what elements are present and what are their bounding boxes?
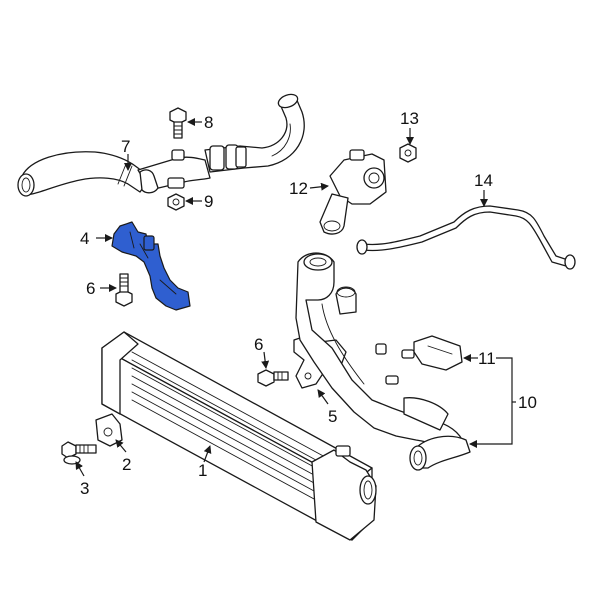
- leader-2: [115, 439, 127, 453]
- callout-5: 5: [328, 407, 337, 426]
- grommet-part-13: [399, 143, 417, 163]
- intake-duct-upper: [204, 93, 305, 173]
- callout-10: 10: [518, 393, 537, 412]
- nut-part-9: [167, 193, 185, 211]
- callout-3: 3: [80, 479, 89, 498]
- intercooler-part-1: [101, 331, 377, 541]
- intercooler-fins: [131, 351, 339, 513]
- leader-5: [317, 389, 329, 405]
- callout-4: 4: [80, 229, 89, 248]
- callout-12: 12: [289, 179, 308, 198]
- callout-1: 1: [198, 461, 207, 480]
- leader-6-middle: [261, 351, 270, 369]
- callouts: 1 2 3 4 5 6 6 7 8 9 10 11: [75, 109, 537, 498]
- bolt-part-6-middle: [257, 369, 289, 387]
- valve-part-12: [319, 149, 387, 235]
- bolt-part-6-left: [115, 273, 133, 307]
- sensor-part-11: [401, 335, 463, 371]
- hose-part-14: [356, 205, 576, 270]
- callout-6-left: 6: [86, 279, 95, 298]
- bracket-part-2: [95, 413, 123, 447]
- leader-10-bracket: [496, 357, 513, 445]
- intake-hose-upper: [17, 151, 151, 197]
- intake-connector: [137, 149, 211, 194]
- callout-8: 8: [204, 113, 213, 132]
- callout-2: 2: [122, 455, 131, 474]
- callout-6-middle: 6: [254, 335, 263, 354]
- bolt-part-8: [169, 107, 187, 139]
- callout-7: 7: [121, 137, 130, 156]
- callout-11: 11: [478, 349, 496, 368]
- pipe-part-10: [295, 252, 471, 471]
- leader-3: [75, 461, 85, 477]
- callout-13: 13: [400, 109, 419, 128]
- callout-9: 9: [204, 192, 213, 211]
- bracket-part-4-highlighted: [111, 221, 191, 311]
- bolt-part-3: [61, 441, 97, 465]
- callout-14: 14: [474, 171, 493, 190]
- leader-1: [203, 445, 212, 463]
- leader-12: [309, 182, 329, 191]
